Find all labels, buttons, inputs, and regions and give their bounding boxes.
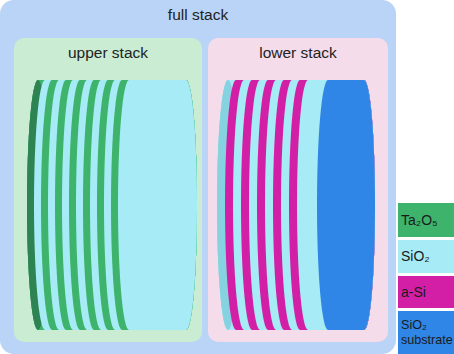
- stack-label: full stack: [0, 6, 396, 24]
- layer-cylinder: [14, 38, 202, 342]
- stack-panel: upper stack: [14, 38, 202, 342]
- legend-swatch: Ta₂O₅: [398, 203, 454, 237]
- legend-label: a-Si: [401, 284, 426, 300]
- stack-label: lower stack: [208, 44, 388, 62]
- layer-cylinder: [208, 38, 388, 342]
- group-panel: full stack upper stack lower stack: [0, 0, 396, 354]
- legend-swatch: SiO₂ substrate: [398, 311, 454, 354]
- stack-panel: lower stack: [208, 38, 388, 342]
- legend-label: SiO₂ substrate: [401, 318, 453, 347]
- legend-swatch: SiO₂: [398, 240, 454, 273]
- legend-swatch: a-Si: [398, 276, 454, 308]
- legend-label: SiO₂: [401, 248, 430, 264]
- stack-label: upper stack: [14, 44, 202, 62]
- legend-label: Ta₂O₅: [401, 212, 438, 228]
